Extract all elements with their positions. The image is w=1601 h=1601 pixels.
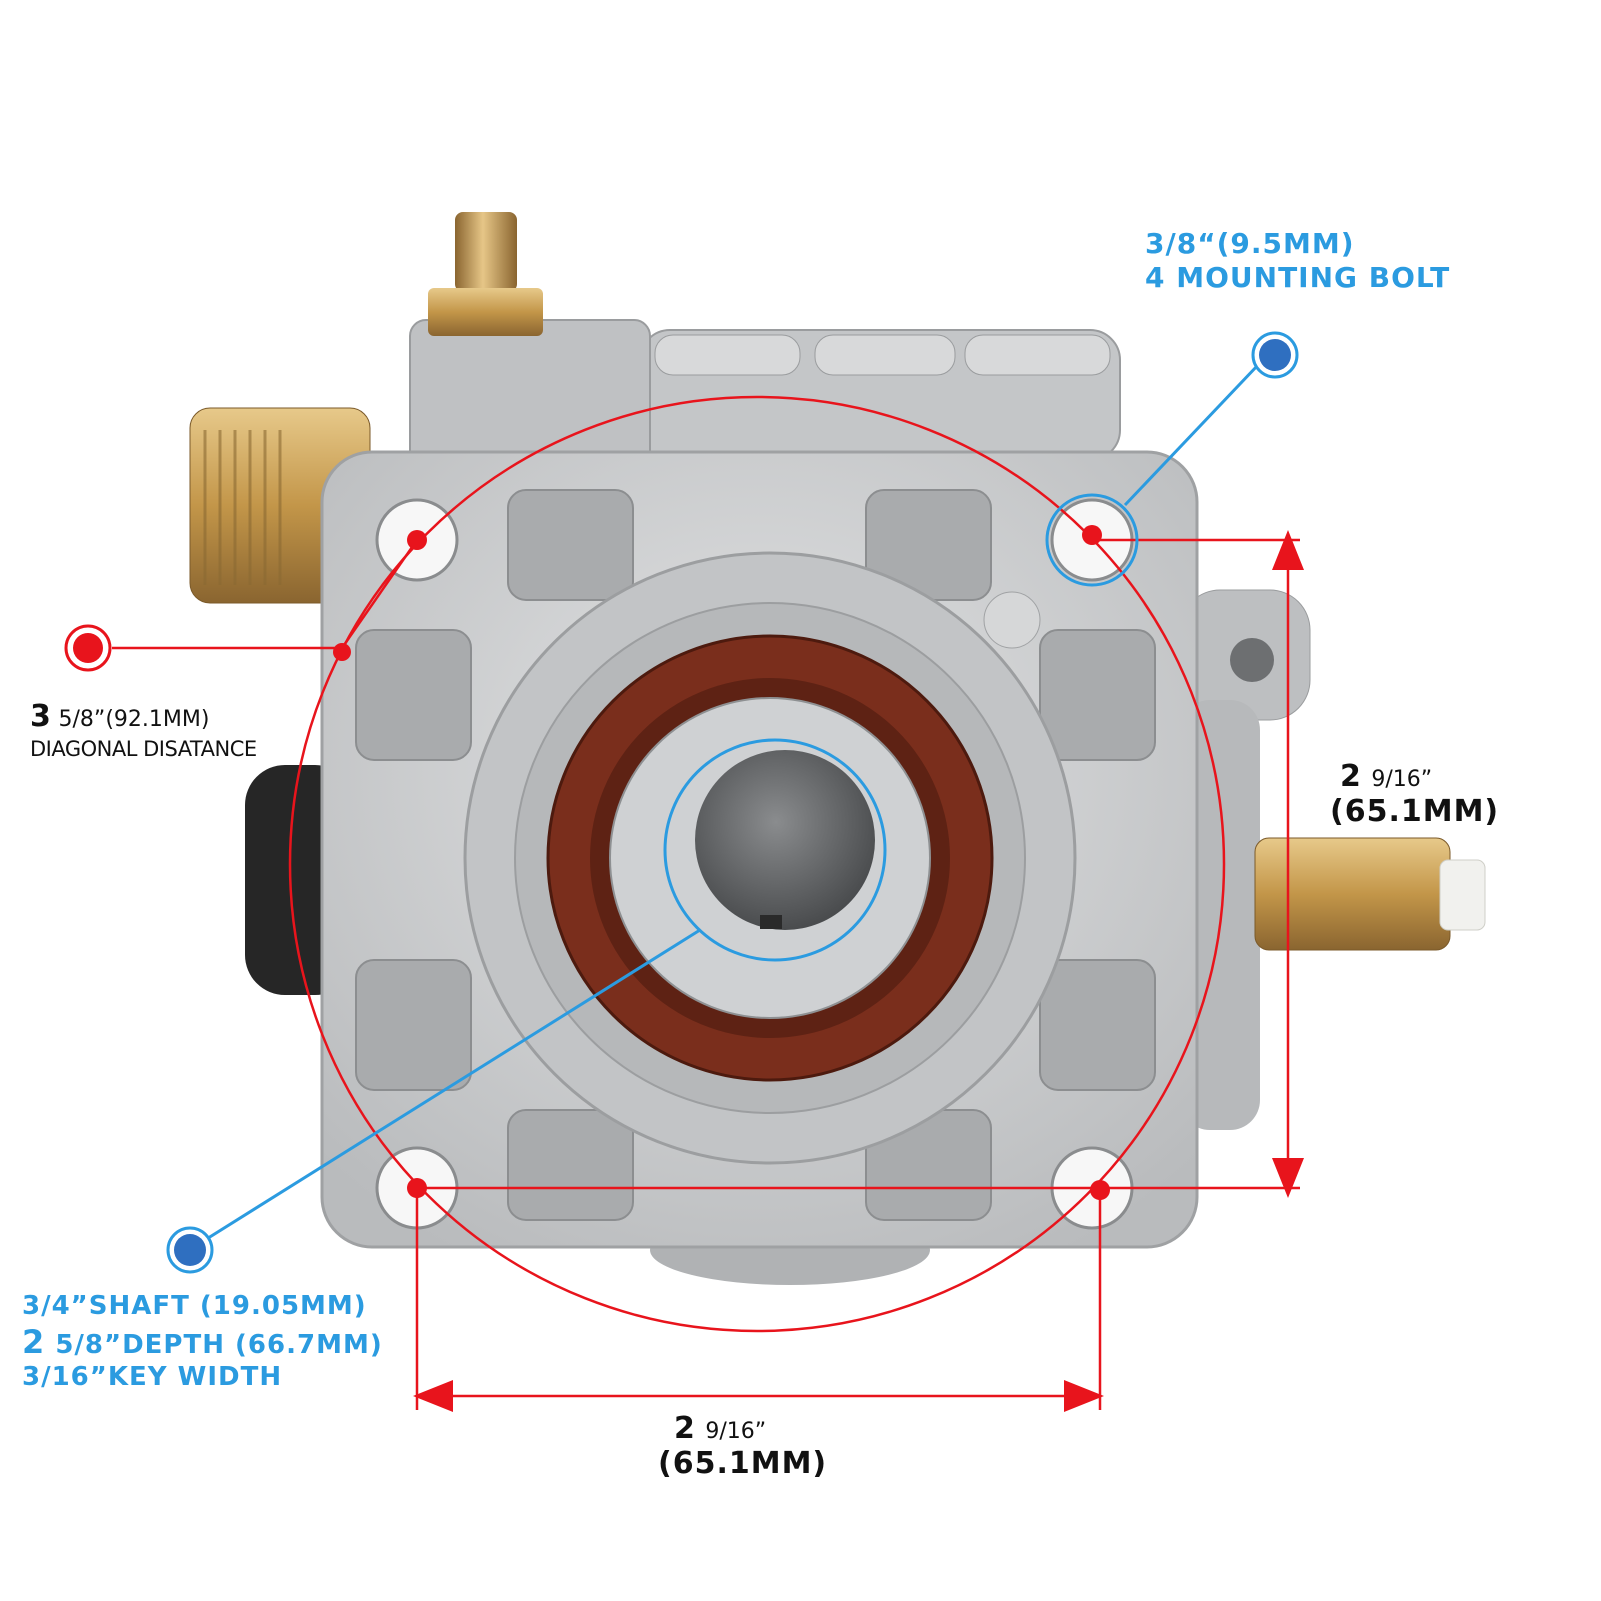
- horizontal-label: 2 9/16” (65.1MM): [658, 1411, 828, 1481]
- vertical-mm: (65.1MM): [1330, 793, 1500, 829]
- vertical-label: 2 9/16” (65.1MM): [1330, 759, 1500, 829]
- shaft-highlight: [663, 738, 887, 962]
- shaft-leader-line: [204, 928, 701, 1242]
- bolt-hole-highlight: [1045, 493, 1139, 587]
- arrowhead-icon: [1064, 1380, 1104, 1412]
- flange-pocket: [1039, 959, 1156, 1091]
- manifold-plug-2: [814, 334, 956, 376]
- diagonal-fraction: 5/8”(92.1MM): [58, 707, 210, 732]
- vertical-whole: 2: [1340, 759, 1361, 794]
- red-points: [333, 525, 1110, 1200]
- key-width-text: 3/16”KEY WIDTH: [22, 1361, 283, 1392]
- manifold-left: [409, 319, 651, 471]
- blue-dot-marker-icon: [1251, 331, 1299, 379]
- shaft-diameter-text: 3/4”SHAFT (19.05MM): [22, 1291, 367, 1321]
- bolt-point-bottom-right: [1090, 1180, 1110, 1200]
- pump-body: [189, 212, 1486, 1285]
- flange-pocket: [355, 959, 472, 1091]
- bolt-point-bottom-left: [407, 1178, 427, 1198]
- blue-dot-marker-icon: [166, 1226, 214, 1274]
- horizontal-mm: (65.1MM): [658, 1445, 828, 1481]
- diagonal-point: [333, 643, 351, 661]
- arrowhead-icon: [1272, 1158, 1304, 1198]
- bolt-point-top-left: [407, 530, 427, 550]
- flange-pocket: [507, 489, 634, 601]
- bolt-count-text: 4 MOUNTING BOLT: [1145, 261, 1451, 295]
- shaft-key: [760, 915, 782, 929]
- red-dot-marker-icon: [64, 624, 112, 672]
- red-annotations: [112, 395, 1300, 1410]
- shaft-label: 3/4”SHAFT (19.05MM) 2 5/8”DEPTH (66.7MM)…: [22, 1291, 383, 1393]
- manifold-plug-1: [654, 334, 801, 376]
- bolt-circle: [288, 395, 1226, 1333]
- shaft-end: [695, 750, 875, 930]
- bolt-leader-line: [1123, 363, 1260, 507]
- brass-barb-nut: [428, 288, 543, 336]
- blue-annotations: [204, 363, 1260, 1242]
- flange-pocket: [355, 629, 472, 761]
- horizontal-whole: 2: [674, 1411, 695, 1446]
- arrowhead-icon: [413, 1380, 453, 1412]
- brass-barb: [455, 212, 517, 292]
- diagonal-line-upper: [340, 539, 419, 649]
- right-boss-hole: [1230, 638, 1274, 682]
- horizontal-fraction: 9/16”: [705, 1419, 767, 1444]
- vertical-fraction: 9/16”: [1371, 767, 1433, 792]
- shaft-depth-text: 5/8”DEPTH (66.7MM): [55, 1329, 383, 1360]
- shaft-depth-whole: 2: [22, 1322, 46, 1361]
- flange-dimple: [983, 591, 1041, 649]
- flange-pocket: [507, 1109, 634, 1221]
- white-plug: [1439, 859, 1486, 931]
- red-arrowheads: [413, 530, 1304, 1412]
- brass-fitting-right: [1254, 837, 1451, 951]
- diagonal-label: 3 5/8”(92.1MM) DIAGONAL DISATANCE: [30, 699, 257, 761]
- bolt-label: 3/8“(9.5MM) 4 MOUNTING BOLT: [1145, 227, 1451, 295]
- manifold-plug-3: [964, 334, 1111, 376]
- bolt-point-top-right: [1082, 525, 1102, 545]
- diagonal-whole: 3: [30, 699, 51, 734]
- arrowhead-icon: [1272, 530, 1304, 570]
- bolt-size-text: 3/8“(9.5MM): [1145, 227, 1355, 260]
- flange-pocket: [1039, 629, 1156, 761]
- diagonal-caption: DIAGONAL DISATANCE: [30, 736, 257, 761]
